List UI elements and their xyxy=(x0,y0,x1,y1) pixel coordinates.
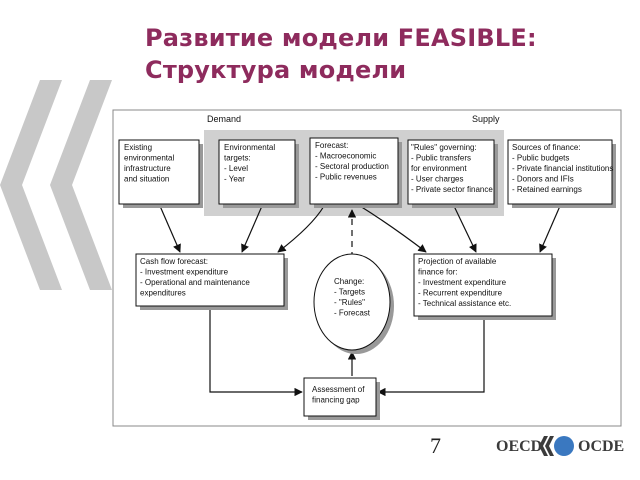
page-number: 7 xyxy=(430,433,441,458)
box-assessment: Assessment of financing gap xyxy=(303,377,380,420)
rules-box-line: "Rules" governing: xyxy=(411,143,477,152)
targets-box-line: - Level xyxy=(224,164,248,173)
forecast-box-line: - Public revenues xyxy=(315,173,377,182)
sources-box-line: - Donors and IFIs xyxy=(512,175,574,184)
change-box-line: - Targets xyxy=(334,288,365,297)
box-forecast: Forecast: - Macroeconomic- Sectoral produ… xyxy=(309,137,402,208)
cashflow-box-line: - Investment expenditure xyxy=(140,268,229,277)
title-line-1: Развитие модели FEASIBLE: xyxy=(145,24,537,52)
arrow-existing-cashflow xyxy=(159,205,181,253)
existing-box-line: environmental xyxy=(124,154,174,163)
change-box-line: - Forecast xyxy=(334,309,371,318)
arrow-cashflow-assessment xyxy=(209,304,303,397)
sources-box-line: - Public budgets xyxy=(512,154,569,163)
rules-box-line: for environment xyxy=(411,164,467,173)
existing-box-line: infrastructure xyxy=(124,164,171,173)
assessment-box-line: financing gap xyxy=(312,396,360,405)
forecast-box-line: Forecast: xyxy=(315,141,348,150)
box-projection: Projection of available finance for:- Inv… xyxy=(413,253,556,320)
rules-box-line: - Private sector finance xyxy=(411,185,493,194)
change-box-line: - "Rules" xyxy=(334,298,365,307)
box-targets: Environmental targets:- Level - Year xyxy=(218,139,299,208)
demand-label: Demand xyxy=(207,114,241,124)
arrow-targets-cashflow xyxy=(241,205,263,253)
arrow-sources-projection xyxy=(539,205,561,253)
slide-title: Развитие модели FEASIBLE: Структура моде… xyxy=(145,22,537,86)
cashflow-box-line: Cash flow forecast: xyxy=(140,257,208,266)
supply-label: Supply xyxy=(472,114,500,124)
box-cashflow: Cash flow forecast: - Investment expendit… xyxy=(135,253,288,310)
arrow-projection-assessment xyxy=(377,316,485,397)
box-rules: "Rules" governing: - Public transfers for… xyxy=(407,139,498,208)
logo-ocde-text: OCDE xyxy=(578,438,624,455)
sources-box-line: - Retained earnings xyxy=(512,185,582,194)
oecd-logo: OECD OCDE xyxy=(496,436,624,456)
projection-box-line: - Technical assistance etc. xyxy=(418,299,511,308)
box-sources: Sources of finance: - Public budgets- Pri… xyxy=(507,139,616,208)
logo-globe-icon xyxy=(554,436,574,456)
assessment-box-line: Assessment of xyxy=(312,385,365,394)
arrow-forecast-cashflow xyxy=(277,205,325,253)
targets-box-line: Environmental xyxy=(224,143,275,152)
rules-box-line: - Public transfers xyxy=(411,154,471,163)
model-structure-diagram: Demand Supply Existing environmentalinfra… xyxy=(112,109,622,427)
sources-box-line: Sources of finance: xyxy=(512,143,580,152)
arrow-rules-projection xyxy=(453,205,477,253)
logo-chevron-icon xyxy=(539,436,548,456)
title-line-2: Структура модели xyxy=(145,56,407,84)
projection-box-line: - Investment expenditure xyxy=(418,278,507,287)
projection-box-line: - Recurrent expenditure xyxy=(418,289,503,298)
targets-box-line: targets: xyxy=(224,154,251,163)
existing-box-line: and situation xyxy=(124,175,169,184)
box-change: Change: - Targets- "Rules" - Forecast xyxy=(313,253,394,354)
existing-box-line: Existing xyxy=(124,143,152,152)
change-box-line: Change: xyxy=(334,277,364,286)
projection-box-line: finance for: xyxy=(418,268,458,277)
arrows xyxy=(159,205,561,397)
projection-box-line: Projection of available xyxy=(418,257,497,266)
cashflow-box-line: expenditures xyxy=(140,289,186,298)
forecast-box-line: - Macroeconomic xyxy=(315,152,376,161)
forecast-box-line: - Sectoral production xyxy=(315,162,389,171)
targets-box-line: - Year xyxy=(224,175,245,184)
logo-oecd-text: OECD xyxy=(496,438,542,455)
cashflow-box-line: - Operational and maintenance xyxy=(140,278,250,287)
rules-box-line: - User charges xyxy=(411,175,463,184)
sources-box-line: - Private financial institutions xyxy=(512,164,613,173)
arrow-forecast-projection xyxy=(359,205,427,253)
decorative-chevrons-icon xyxy=(0,80,112,290)
